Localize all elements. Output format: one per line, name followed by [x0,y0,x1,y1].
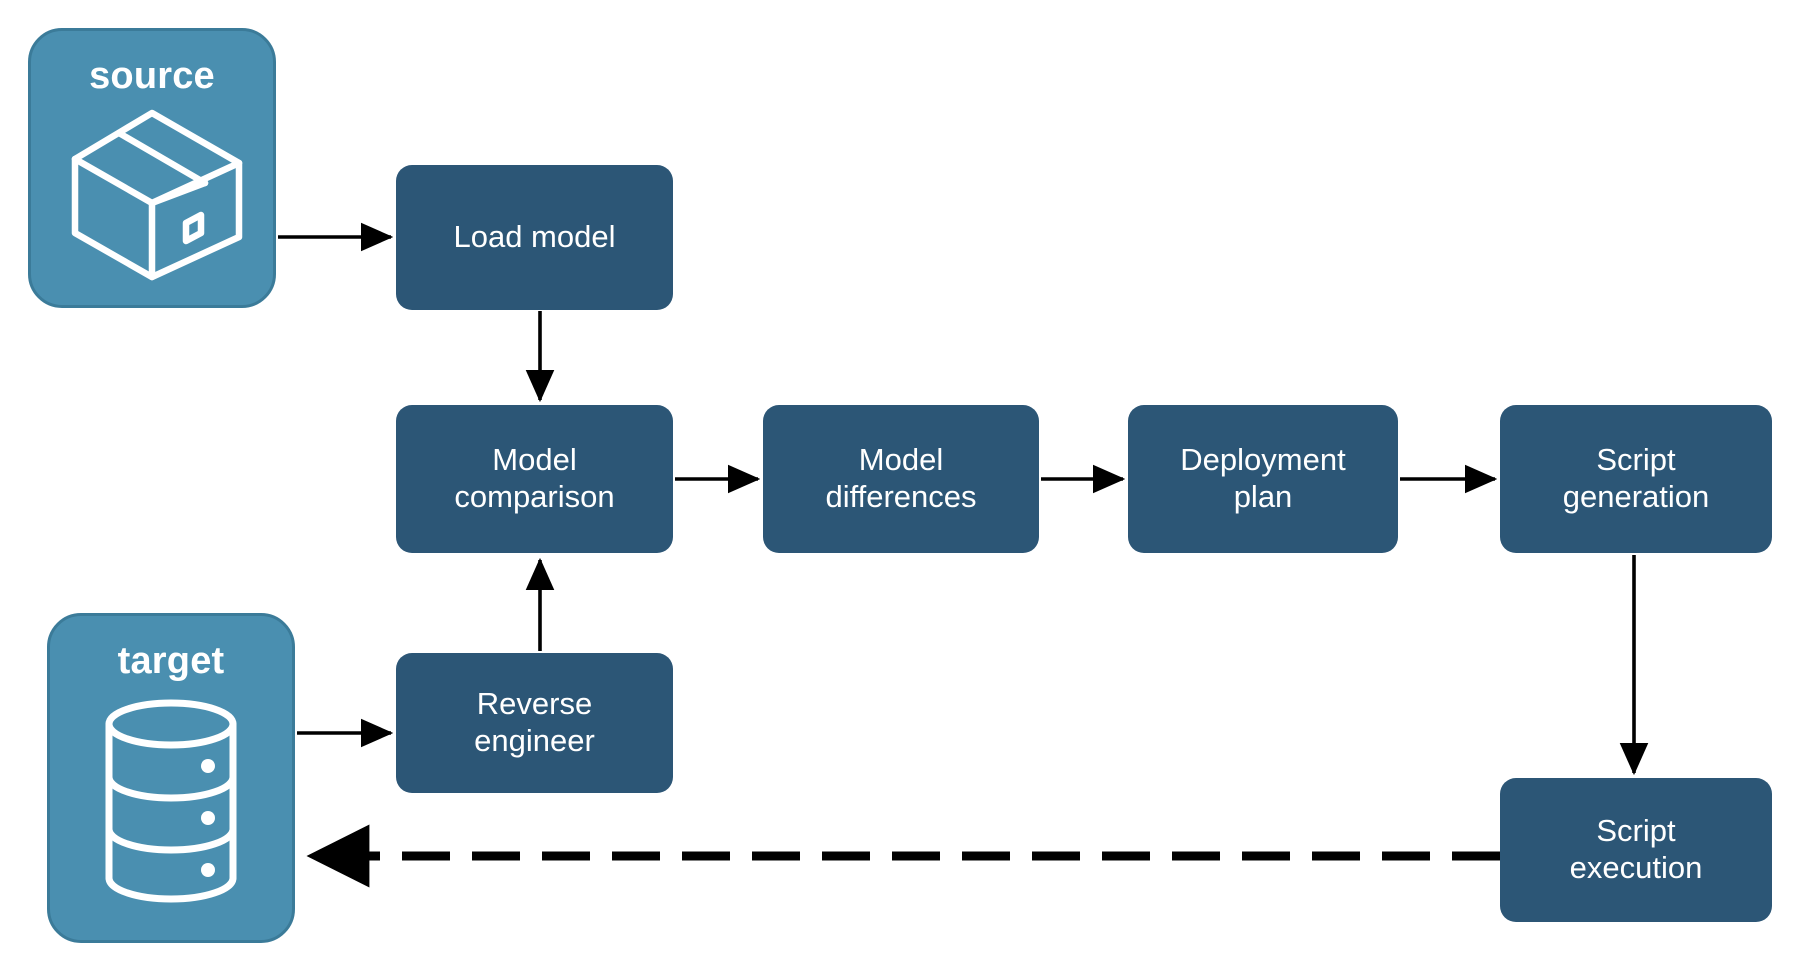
process-script-generation-label: Script generation [1562,442,1710,514]
endpoint-target-label: target [117,640,225,682]
database-cylinder-icon [91,696,251,911]
process-reverse-engineer-label: Reverse engineer [474,686,595,758]
process-script-generation[interactable]: Script generation [1500,405,1772,553]
process-deployment-plan[interactable]: Deployment plan [1128,405,1398,553]
process-load-model[interactable]: Load model [396,165,673,310]
process-deployment-plan-label: Deployment plan [1180,442,1346,514]
endpoint-source-label: source [89,55,215,97]
process-model-differences[interactable]: Model differences [763,405,1039,553]
process-load-model-label: Load model [453,219,616,255]
process-model-comparison-label: Model comparison [454,442,615,514]
process-model-differences-label: Model differences [825,442,977,514]
process-model-comparison[interactable]: Model comparison [396,405,673,553]
package-box-icon [57,105,247,290]
process-script-execution-label: Script execution [1569,813,1703,885]
endpoint-source[interactable]: source [28,28,276,308]
process-script-execution[interactable]: Script execution [1500,778,1772,922]
process-reverse-engineer[interactable]: Reverse engineer [396,653,673,793]
endpoint-target[interactable]: target [47,613,295,943]
